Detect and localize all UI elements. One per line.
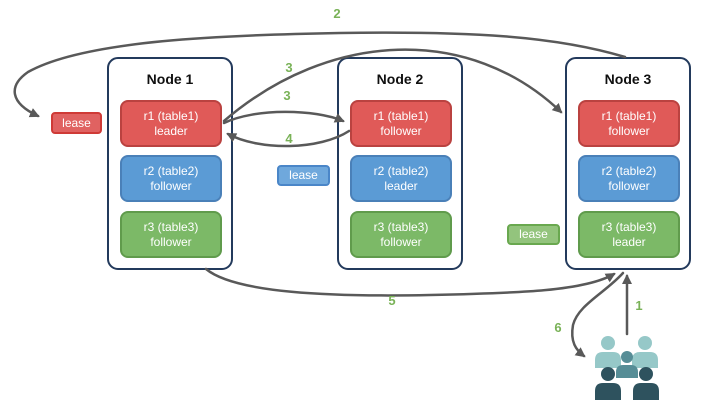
replica-role: follower xyxy=(380,234,422,249)
replica-name: r3 (table3) xyxy=(373,219,429,234)
node-1-title: Node 1 xyxy=(146,71,194,87)
step-label-3a: 3 xyxy=(285,60,293,75)
replica-name: r3 (table3) xyxy=(601,219,657,234)
node-2-title: Node 2 xyxy=(376,71,424,87)
node1-replica-r2: r2 (table2) follower xyxy=(120,155,222,202)
replica-name: r2 (table2) xyxy=(143,163,199,178)
node2-replica-r3: r3 (table3) follower xyxy=(350,211,452,258)
node1-replica-r3: r3 (table3) follower xyxy=(120,211,222,258)
lease-badge-red: lease xyxy=(51,112,102,134)
node3-replica-r3: r3 (table3) leader xyxy=(578,211,680,258)
node-3: Node 3 r1 (table1) follower r2 (table2) … xyxy=(565,57,691,270)
step-label-4: 4 xyxy=(285,131,293,146)
node3-replica-r2: r2 (table2) follower xyxy=(578,155,680,202)
node2-replica-r1: r1 (table1) follower xyxy=(350,100,452,147)
node-3-title: Node 3 xyxy=(604,71,652,87)
node1-replica-r1: r1 (table1) leader xyxy=(120,100,222,147)
lease-badge-blue: lease xyxy=(277,165,330,186)
replica-name: r2 (table2) xyxy=(601,163,657,178)
arrow-step-5 xyxy=(204,267,616,297)
replica-role: leader xyxy=(612,234,646,249)
replica-role: follower xyxy=(608,178,650,193)
replica-role: leader xyxy=(154,123,188,138)
replica-name: r1 (table1) xyxy=(373,108,429,123)
step-label-5: 5 xyxy=(388,293,396,308)
arrow-step-3-to-node2 xyxy=(222,110,345,125)
clients-icon xyxy=(595,336,659,400)
step-label-3b: 3 xyxy=(283,88,291,103)
replica-name: r1 (table1) xyxy=(601,108,657,123)
replica-role: follower xyxy=(608,123,650,138)
replica-role: follower xyxy=(150,234,192,249)
node-2: Node 2 r1 (table1) follower r2 (table2) … xyxy=(337,57,463,270)
replica-name: r3 (table3) xyxy=(143,219,199,234)
step-label-1: 1 xyxy=(635,298,643,313)
replica-name: r2 (table2) xyxy=(373,163,429,178)
lease-badge-green: lease xyxy=(507,224,560,245)
arrow-step-6-client-response xyxy=(571,271,625,358)
replica-role: follower xyxy=(380,123,422,138)
step-label-2: 2 xyxy=(333,6,341,21)
node3-replica-r1: r1 (table1) follower xyxy=(578,100,680,147)
replica-name: r1 (table1) xyxy=(143,108,199,123)
node2-replica-r2: r2 (table2) leader xyxy=(350,155,452,202)
replica-role: follower xyxy=(150,178,192,193)
node-1: Node 1 r1 (table1) leader r2 (table2) fo… xyxy=(107,57,233,270)
step-label-6: 6 xyxy=(554,320,562,335)
replica-role: leader xyxy=(384,178,418,193)
